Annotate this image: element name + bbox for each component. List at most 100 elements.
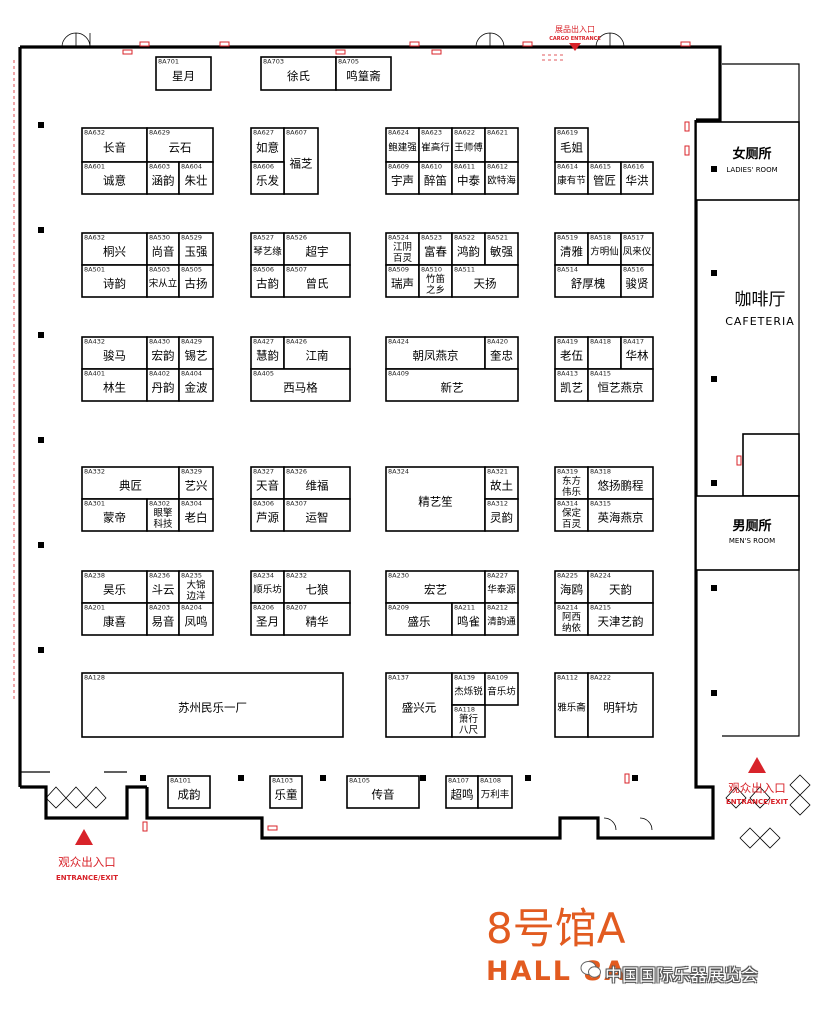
- booth[interactable]: 8A418: [587, 336, 622, 370]
- booth[interactable]: 8A621: [484, 127, 519, 163]
